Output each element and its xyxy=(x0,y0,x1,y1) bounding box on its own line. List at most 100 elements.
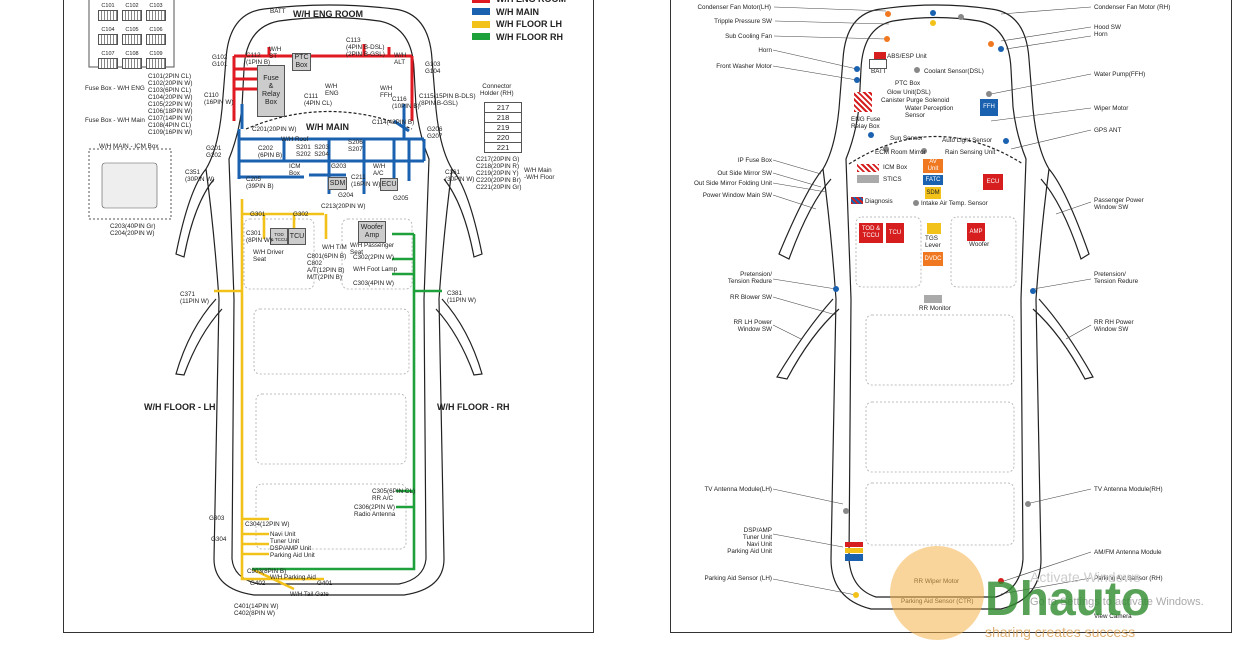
component-marker xyxy=(921,148,927,154)
harness-label: W/H ENG xyxy=(325,83,339,97)
car-body-outline xyxy=(822,4,1050,610)
component-label-inner: Water Perception Sensor xyxy=(905,105,954,119)
component-label-inner: RR Monitor xyxy=(919,305,951,312)
component-label-inner: ICM Box xyxy=(883,164,908,171)
component-label-inner: ECM Room Mirror xyxy=(875,149,926,156)
fuse-connector: C107(14PIN W) xyxy=(148,115,193,122)
tod-box: TOD & TCCU xyxy=(270,228,288,245)
harness-label: C801(6PIN B) C802 A/T(12PIN B) M/T(2PIN … xyxy=(307,253,347,281)
legend-label: W/H MAIN xyxy=(496,6,539,17)
seat-front-right xyxy=(341,218,413,290)
component-label-inner: TGS Lever xyxy=(925,235,941,249)
component-label-right: Pretension/ Tension Redure xyxy=(1094,271,1139,285)
windshield xyxy=(848,135,1024,165)
icm-box-connectors: C203(40PIN Gr) C204(20PIN W) xyxy=(110,223,156,237)
component-location-panel: Condenser Fan Motor(LH)Tripple Pressure … xyxy=(670,0,1232,633)
batt xyxy=(869,59,887,69)
seat-front-left xyxy=(855,216,922,288)
component-label-left: Tripple Pressure SW xyxy=(714,18,772,25)
component-label-right: Water Pump(FFH) xyxy=(1094,71,1146,78)
fuse-cell: C107 xyxy=(96,51,120,69)
component-marker xyxy=(998,46,1004,52)
component-label-left: IP Fuse Box xyxy=(737,157,772,164)
harness-label: W/H Foot Lamp xyxy=(353,266,398,273)
harness-label: W/H A/C xyxy=(373,163,386,177)
component-location-diagram xyxy=(772,4,1094,610)
rr-monitor xyxy=(924,295,942,303)
legend-swatch xyxy=(472,33,490,41)
fuse-connector: C102(20PIN W) xyxy=(148,80,193,87)
icm-box-graphic xyxy=(101,162,158,209)
legend-item: W/H ENG ROOM xyxy=(472,0,566,6)
harness-label: C305(6PIN CL) RR A/C xyxy=(372,488,416,502)
component-marker xyxy=(986,91,992,97)
tcu-unit: TCU xyxy=(886,223,904,243)
harness-label: C114(42PIN B) xyxy=(372,119,415,126)
harness-label: C303(4PIN W) xyxy=(353,280,394,287)
harness-floor-rh xyxy=(252,232,442,571)
harness-label: G303 xyxy=(209,515,225,522)
harness-label: W/H Passenger Seat xyxy=(350,242,395,256)
component-marker xyxy=(883,146,889,152)
watermark-tagline: sharing creates success xyxy=(985,624,1136,640)
component-label-inner: Intake Air Temp. Sensor xyxy=(921,200,988,207)
sdm-box: SDM xyxy=(328,177,347,190)
fuse-cell: C109 xyxy=(144,51,168,69)
component-label-inner: BATT xyxy=(871,68,887,75)
component-marker xyxy=(988,41,994,47)
component-label-left: Out Side Mirror Folding Unit xyxy=(693,180,772,187)
harness-label: C110 (16PIN W) xyxy=(204,92,234,106)
legend-label: W/H FLOOR RH xyxy=(496,31,563,42)
harness-label: G206 G207 xyxy=(427,126,443,140)
component-label-inner: Coolant Sensor(DSL) xyxy=(924,68,984,75)
harness-label: C201(20PIN W) xyxy=(252,126,297,133)
ecu-unit: ECU xyxy=(983,174,1003,190)
ecu-box: ECU xyxy=(380,178,398,191)
harness-label: C351 (30PIN W) xyxy=(185,169,215,183)
harness-label: G203 xyxy=(331,163,347,170)
av-unit: AV Unit xyxy=(923,159,943,173)
harness-label: W/H Driver Seat xyxy=(253,249,284,263)
harness-floor-lh xyxy=(214,199,328,591)
component-label-left: Power Window Main SW xyxy=(702,192,772,199)
seat-row3 xyxy=(255,393,407,465)
harness-label: C111 (4PIN CL) xyxy=(304,93,332,107)
legend-label: W/H FLOOR LH xyxy=(496,19,562,30)
fuse-connector-list: C101(2PIN CL)C102(20PIN W)C103(6PIN CL)C… xyxy=(148,73,192,136)
fuse-cell: C104 xyxy=(96,27,120,45)
component-label-inner: Glow Unit(DSL) xyxy=(887,89,931,96)
component-marker xyxy=(998,578,1004,584)
head-unit-stack xyxy=(845,542,863,562)
harness-label: G301 xyxy=(250,211,266,218)
harness-label: C112 (1PIN B) xyxy=(246,52,271,66)
harness-label: G204 xyxy=(338,192,354,199)
amp-unit: AMP xyxy=(967,223,985,241)
fuse-connector: C109(16PIN W) xyxy=(148,129,193,136)
component-label-inner: ABS/ESP Unit xyxy=(887,53,927,60)
component-label-right: Parking Aid Sensor (RH) xyxy=(1094,575,1163,582)
component-marker xyxy=(843,508,849,514)
harness-label: C205 (39PIN B) xyxy=(246,176,274,190)
windshield xyxy=(245,110,413,130)
component-marker xyxy=(930,20,936,26)
activate-windows-sub: Go to Settings to activate Windows. xyxy=(1030,596,1204,608)
fuse-label-main: Fuse Box - W/H Main xyxy=(85,117,145,124)
component-label-inner: Woofer xyxy=(969,241,990,248)
harness-label: G103 G104 xyxy=(425,61,441,75)
harness-label: C116 (10PIN B) xyxy=(392,96,420,110)
legend-label: W/H ENG ROOM xyxy=(496,0,566,4)
component-marker xyxy=(913,200,919,206)
harness-label: W/H ALT xyxy=(394,52,407,66)
harness-label: C302(2PIN W) xyxy=(353,254,394,261)
mirror-left xyxy=(175,168,215,258)
sdm-unit: SDM xyxy=(925,187,941,199)
watermark-circle xyxy=(890,546,984,640)
fuse-relay-box: Fuse & Relay Box xyxy=(257,65,285,117)
harness-label: C301 (8PIN W) xyxy=(246,230,272,244)
harness-label: ICM Box xyxy=(289,163,301,177)
component-marker xyxy=(930,10,936,16)
component-label-left: Pretension/ Tension Redure xyxy=(727,271,772,285)
rear-door-left xyxy=(776,298,840,380)
component-marker xyxy=(885,11,891,17)
